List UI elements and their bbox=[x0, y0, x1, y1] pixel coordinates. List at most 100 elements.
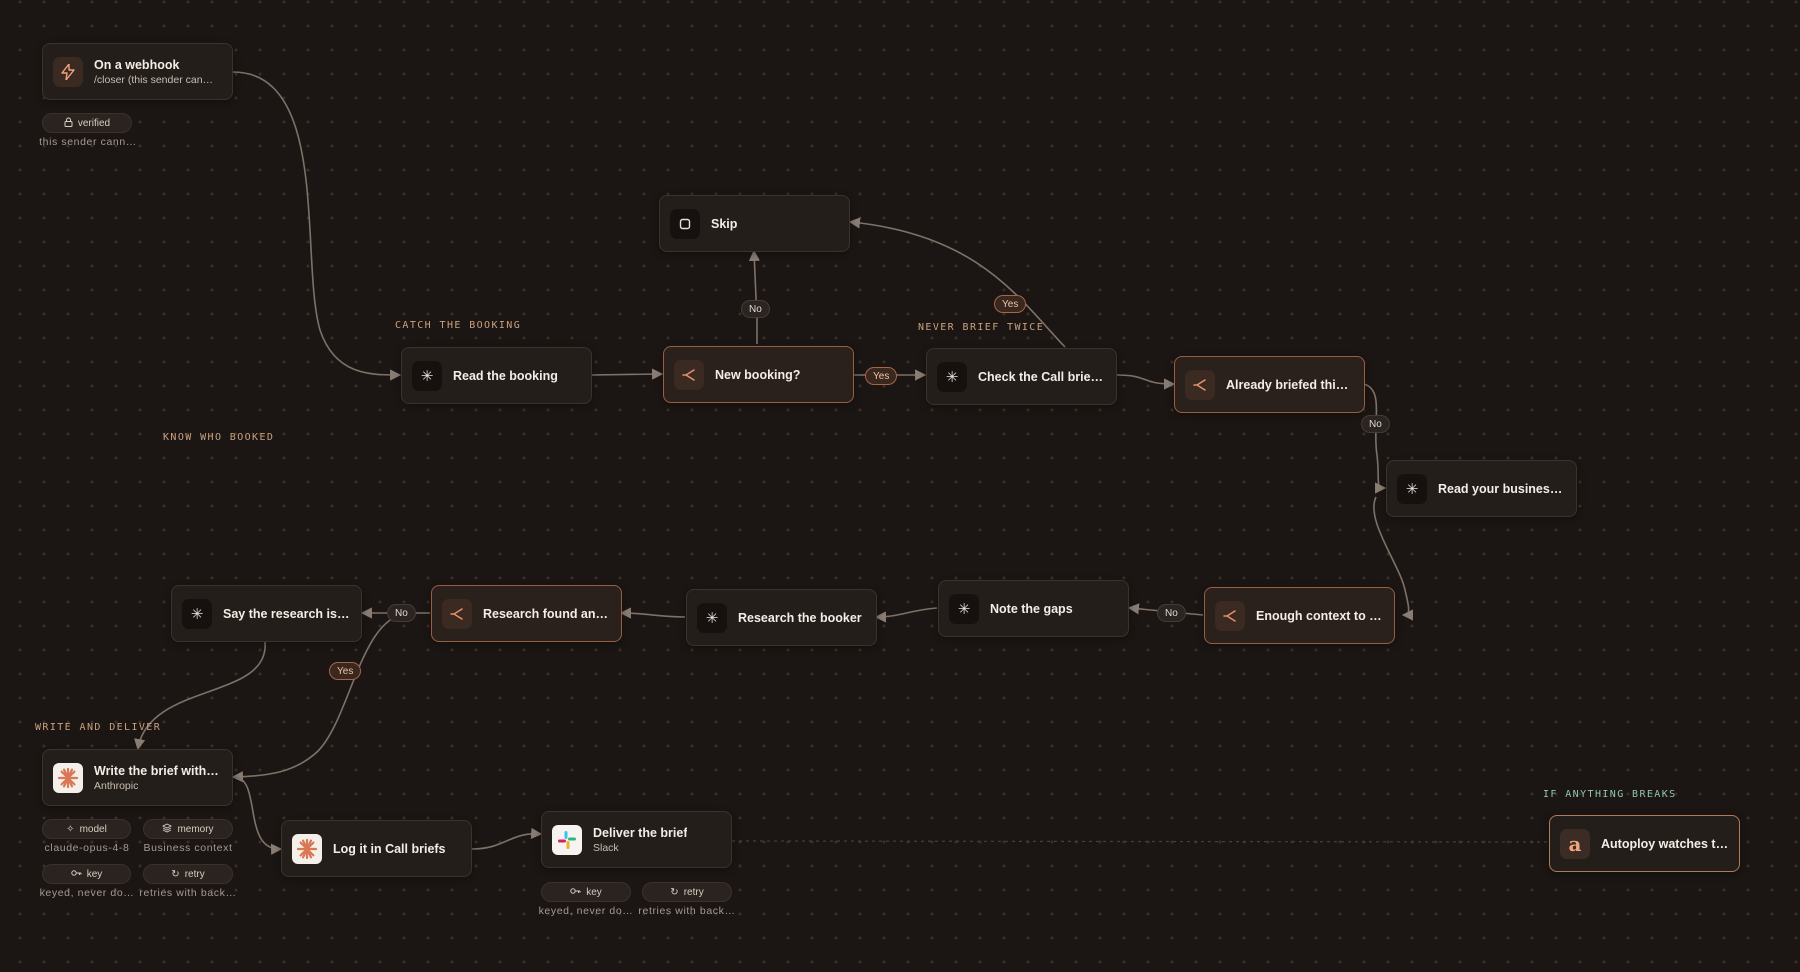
pill-label: verified bbox=[77, 117, 111, 129]
edge-label-no: No bbox=[741, 300, 770, 318]
node-read-your-business[interactable]: ✳ Read your busines… bbox=[1386, 460, 1577, 517]
node-title: Research found an… bbox=[483, 606, 609, 621]
asterisk-icon: ✳ bbox=[412, 360, 442, 391]
node-title: Already briefed this… bbox=[1226, 377, 1354, 392]
node-write-the-brief[interactable]: Write the brief with … Anthropic bbox=[42, 749, 233, 806]
node-title: Say the research is… bbox=[223, 606, 350, 621]
node-log-in-call-briefs[interactable]: Log it in Call briefs bbox=[281, 820, 472, 877]
node-enough-context-decision[interactable]: Enough context to … bbox=[1204, 587, 1395, 644]
branch-icon bbox=[1215, 600, 1245, 631]
edge-new-to-skip bbox=[748, 249, 760, 344]
node-already-briefed-decision[interactable]: Already briefed this… bbox=[1174, 356, 1365, 413]
node-webhook-trigger[interactable]: On a webhook /closer (this sender can… bbox=[42, 43, 233, 100]
edge-booker-to-research bbox=[619, 607, 686, 619]
node-research-found-decision[interactable]: Research found an… bbox=[431, 585, 622, 642]
node-title: Log it in Call briefs bbox=[333, 841, 446, 856]
node-subtitle: Anthropic bbox=[94, 779, 139, 792]
branch-icon bbox=[1185, 369, 1215, 400]
node-new-booking-decision[interactable]: New booking? bbox=[663, 346, 854, 403]
edge-check-to-already bbox=[1115, 374, 1176, 390]
key-icon bbox=[71, 869, 82, 880]
node-research-the-booker[interactable]: ✳ Research the booker bbox=[686, 589, 877, 646]
autoploy-icon: a bbox=[1560, 828, 1590, 859]
edge-label-no: No bbox=[1361, 415, 1390, 433]
node-title: New booking? bbox=[715, 367, 801, 382]
retry-pill[interactable]: ↻ retry bbox=[642, 882, 732, 902]
node-title: Autoploy watches t… bbox=[1601, 836, 1729, 851]
node-subtitle: Slack bbox=[593, 841, 619, 854]
section-if-anything-breaks: IF ANYTHING BREAKS bbox=[1543, 789, 1677, 800]
edge-say-to-write bbox=[134, 641, 266, 751]
pill-label: retry bbox=[184, 868, 205, 880]
sparkle-icon: ✧ bbox=[66, 823, 75, 835]
memory-pill[interactable]: memory bbox=[143, 819, 233, 839]
edge-webhook-to-read bbox=[232, 71, 402, 381]
pill-label: key bbox=[86, 868, 103, 880]
retry-pill[interactable]: ↻ retry bbox=[143, 864, 233, 884]
edge-label-no: No bbox=[387, 604, 416, 622]
edge-label-yes: Yes bbox=[865, 367, 898, 385]
asterisk-icon: ✳ bbox=[1397, 473, 1427, 504]
bolt-icon bbox=[53, 56, 83, 87]
node-deliver-the-brief[interactable]: Deliver the brief Slack bbox=[541, 811, 732, 868]
slack-icon bbox=[552, 824, 582, 855]
asterisk-icon: ✳ bbox=[937, 361, 967, 392]
node-title: Check the Call brief… bbox=[978, 369, 1106, 384]
node-title: Skip bbox=[711, 216, 738, 231]
pill-caption: retries with back… bbox=[139, 887, 237, 899]
node-title: Note the gaps bbox=[990, 601, 1073, 616]
pill-caption: claude-opus-4-8 bbox=[44, 842, 130, 854]
node-subtitle: /closer (this sender can… bbox=[94, 73, 214, 86]
model-pill[interactable]: ✧ model bbox=[42, 819, 131, 839]
lock-icon bbox=[64, 117, 73, 130]
section-never-brief-twice: NEVER BRIEF TWICE bbox=[918, 322, 1045, 333]
pill-caption: retries with back… bbox=[638, 905, 736, 917]
asterisk-icon: ✳ bbox=[697, 602, 727, 633]
pill-caption: Business context bbox=[143, 842, 233, 854]
retry-icon: ↻ bbox=[171, 868, 180, 880]
edge-read-to-new bbox=[591, 368, 664, 380]
edge-already-to-skip bbox=[848, 217, 1066, 348]
anthropic-icon bbox=[292, 833, 322, 864]
pill-label: memory bbox=[177, 823, 214, 835]
branch-icon bbox=[442, 598, 472, 629]
node-title: On a webhook bbox=[94, 57, 180, 72]
edge-business-to-enough bbox=[1373, 496, 1413, 621]
branch-icon bbox=[674, 359, 704, 390]
node-read-the-booking[interactable]: ✳ Read the booking bbox=[401, 347, 592, 404]
edge-deliver-to-autoploy bbox=[731, 840, 1549, 843]
key-pill[interactable]: key bbox=[541, 882, 631, 902]
node-title: Write the brief with … bbox=[94, 763, 222, 778]
pill-label: key bbox=[586, 886, 602, 898]
node-note-the-gaps[interactable]: ✳ Note the gaps bbox=[938, 580, 1129, 637]
node-title: Deliver the brief bbox=[593, 825, 688, 840]
section-know-who-booked: KNOW WHO BOOKED bbox=[163, 432, 275, 443]
asterisk-icon: ✳ bbox=[182, 598, 212, 629]
pill-caption: keyed, never do… bbox=[39, 887, 135, 899]
node-title: Research the booker bbox=[738, 610, 862, 625]
stop-icon bbox=[670, 208, 700, 239]
edge-label-yes: Yes bbox=[329, 662, 362, 680]
pill-caption: this sender cann… bbox=[39, 136, 137, 148]
asterisk-icon: ✳ bbox=[949, 593, 979, 624]
edge-research-to-write bbox=[231, 613, 406, 783]
key-icon bbox=[570, 887, 581, 898]
anthropic-icon bbox=[53, 762, 83, 793]
retry-icon: ↻ bbox=[670, 886, 679, 898]
edge-log-to-deliver bbox=[471, 827, 543, 850]
key-pill[interactable]: key bbox=[42, 864, 131, 884]
node-autoploy-watches[interactable]: a Autoploy watches t… bbox=[1549, 815, 1740, 872]
edge-gaps-to-booker bbox=[874, 607, 938, 623]
node-check-call-brief[interactable]: ✳ Check the Call brief… bbox=[926, 348, 1117, 405]
node-say-the-research[interactable]: ✳ Say the research is… bbox=[171, 585, 362, 642]
edge-label-no: No bbox=[1157, 604, 1186, 622]
pill-caption: keyed, never do… bbox=[538, 905, 634, 917]
edge-already-to-business bbox=[1363, 383, 1387, 494]
edge-label-yes: Yes bbox=[994, 295, 1027, 313]
node-skip[interactable]: Skip bbox=[659, 195, 850, 252]
verified-pill[interactable]: verified bbox=[42, 113, 132, 133]
edge-write-to-log bbox=[233, 776, 283, 855]
section-write-and-deliver: WRITE AND DELIVER bbox=[35, 722, 162, 733]
node-title: Enough context to … bbox=[1256, 608, 1382, 623]
